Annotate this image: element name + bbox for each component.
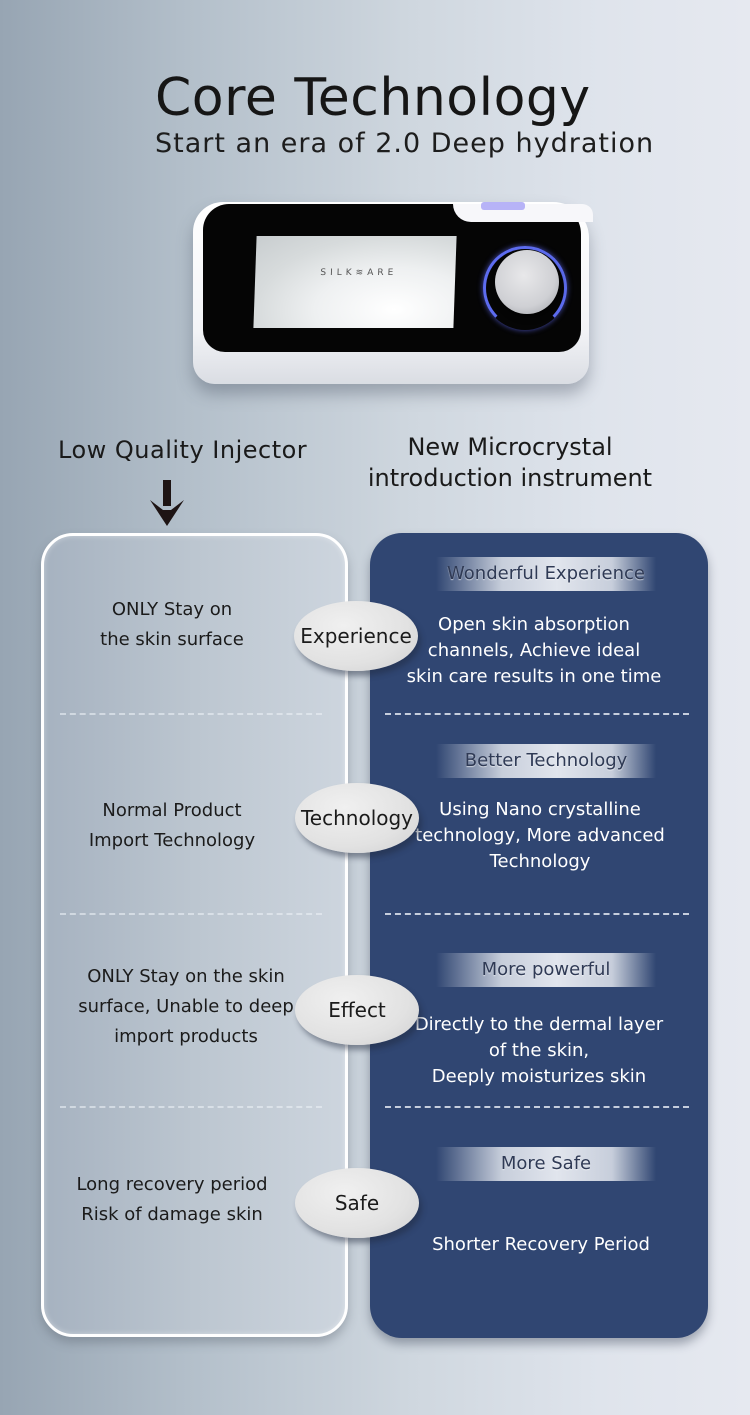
- category-badge-technology: Technology: [295, 783, 419, 853]
- text-line: Normal Product: [102, 800, 242, 821]
- category-badge-experience: Experience: [294, 601, 418, 671]
- category-badge-safe: Safe: [295, 1168, 419, 1238]
- knob-light-ring-icon: [483, 246, 567, 330]
- right-row-text: Using Nano crystalline technology, More …: [390, 797, 690, 875]
- right-column-heading: New Microcrystal introduction instrument: [360, 432, 660, 494]
- text-line: import products: [114, 1026, 258, 1047]
- device-face: SILK≋ARE: [203, 204, 593, 352]
- text-line: ONLY Stay on the skin: [87, 966, 285, 987]
- left-row-text: ONLY Stay on the skin surface, Unable to…: [56, 962, 316, 1052]
- right-row-tag: Better Technology: [436, 744, 656, 778]
- right-row-text: Open skin absorption channels, Achieve i…: [384, 612, 684, 690]
- left-row-text: ONLY Stay on the skin surface: [42, 595, 302, 655]
- text-line: Using Nano crystalline: [439, 799, 641, 820]
- right-row-text: Directly to the dermal layer of the skin…: [389, 1012, 689, 1090]
- row-divider: [385, 913, 689, 915]
- arrow-down-icon: [150, 480, 184, 526]
- right-comparison-panel: [370, 533, 708, 1338]
- right-row-tag: More powerful: [436, 953, 656, 987]
- text-line: surface, Unable to deep: [78, 996, 294, 1017]
- device-knob-icon: [495, 250, 559, 314]
- row-divider: [60, 913, 322, 915]
- right-heading-line: New Microcrystal: [407, 433, 613, 461]
- device-brand-logo: SILK≋ARE: [320, 268, 398, 278]
- product-device-image: SILK≋ARE: [193, 198, 593, 390]
- text-line: Import Technology: [88, 830, 256, 851]
- row-divider: [60, 1106, 322, 1108]
- right-row-text: Shorter Recovery Period: [391, 1232, 691, 1258]
- text-line: Deeply moisturizes skin: [431, 1066, 647, 1087]
- page-subtitle: Start an era of 2.0 Deep hydration: [155, 128, 655, 159]
- row-divider: [385, 713, 689, 715]
- right-row-tag: More Safe: [436, 1147, 656, 1181]
- text-line: technology, More advanced: [415, 825, 665, 846]
- text-line: ONLY Stay on: [111, 599, 233, 620]
- row-divider: [385, 1106, 689, 1108]
- text-line: of the skin,: [488, 1040, 590, 1061]
- page-title: Core Technology: [155, 68, 591, 128]
- right-row-tag: Wonderful Experience: [436, 557, 656, 591]
- category-badge-effect: Effect: [295, 975, 419, 1045]
- text-line: skin care results in one time: [406, 666, 662, 687]
- text-line: Open skin absorption: [438, 614, 630, 635]
- text-line: channels, Achieve ideal: [427, 640, 641, 661]
- device-screen: SILK≋ARE: [253, 236, 457, 328]
- left-row-text: Long recovery period Risk of damage skin: [42, 1170, 302, 1230]
- text-line: the skin surface: [100, 629, 244, 650]
- text-line: Risk of damage skin: [81, 1204, 263, 1225]
- row-divider: [60, 713, 322, 715]
- device-led-icon: [481, 202, 525, 210]
- left-row-text: Normal Product Import Technology: [42, 796, 302, 856]
- left-column-heading: Low Quality Injector: [58, 436, 308, 464]
- text-line: Long recovery period: [76, 1174, 268, 1195]
- right-heading-line: introduction instrument: [367, 464, 653, 492]
- text-line: Shorter Recovery Period: [432, 1234, 650, 1255]
- text-line: Directly to the dermal layer: [414, 1014, 664, 1035]
- text-line: Technology: [489, 851, 591, 872]
